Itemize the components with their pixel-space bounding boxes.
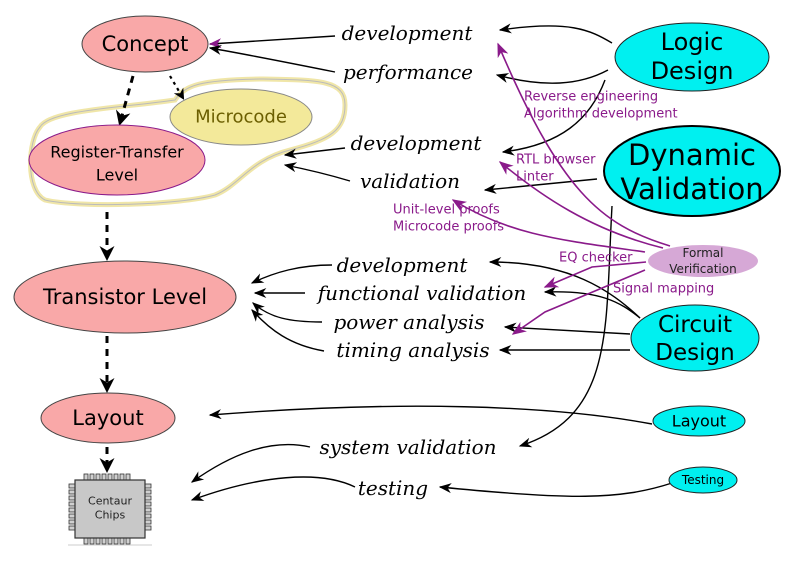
task-testing: testing <box>358 476 428 500</box>
task-tl-timing-analysis: timing analysis <box>336 338 489 362</box>
team-fv-label-1: Formal <box>683 246 724 260</box>
team-logic-label-1: Logic <box>661 28 724 56</box>
stage-microcode[interactable]: Microcode <box>169 88 313 146</box>
team-logic-label-2: Design <box>651 57 734 85</box>
tool-algorithm-development: Algorithm development <box>524 107 678 122</box>
team-formal-verification[interactable]: Formal Verification <box>648 245 758 277</box>
task-concept-development: development <box>342 21 474 45</box>
stage-rtl[interactable]: Register-Transfer Level <box>28 124 206 196</box>
team-circuit-design[interactable]: Circuit Design <box>630 304 760 372</box>
tool-microcode-proofs: Microcode proofs <box>393 220 504 235</box>
tool-unit-level-proofs: Unit-level proofs <box>393 203 500 218</box>
team-circuit-label-2: Design <box>655 340 734 366</box>
flow-concept-to-rtl <box>115 75 135 126</box>
tool-linter: Linter <box>516 170 554 185</box>
formal-verification-edges <box>451 42 671 335</box>
stage-concept-label: Concept <box>102 32 189 56</box>
team-testing-label: Testing <box>681 473 724 487</box>
chip-label-1: Centaur <box>88 495 132 508</box>
task-concept-performance: performance <box>343 60 473 84</box>
task-tl-development: development <box>337 253 469 277</box>
chip-label-2: Chips <box>95 509 126 522</box>
tool-signal-mapping: Signal mapping <box>613 282 714 297</box>
task-rtl-development: development <box>351 131 483 155</box>
tool-labels: Reverse engineering Algorithm developmen… <box>393 90 714 297</box>
tool-eq-checker: EQ checker <box>559 251 633 266</box>
team-logic-design[interactable]: Logic Design <box>614 22 770 92</box>
team-dynamic-validation[interactable]: Dynamic Validation <box>603 125 781 217</box>
task-to-stage-edges <box>190 35 356 501</box>
stage-rtl-label-1: Register-Transfer <box>50 143 184 162</box>
task-tl-power-analysis: power analysis <box>333 310 484 334</box>
tool-reverse-engineering: Reverse engineering <box>524 90 658 105</box>
task-labels: development performance development vali… <box>316 21 527 500</box>
team-layout-label: Layout <box>672 412 726 431</box>
team-layout[interactable]: Layout <box>652 405 746 437</box>
stage-transistor-label: Transistor Level <box>42 285 207 309</box>
task-system-validation: system validation <box>319 435 496 459</box>
tool-rtl-browser: RTL browser <box>516 153 596 168</box>
team-fv-label-2: Verification <box>669 262 736 276</box>
stage-microcode-label: Microcode <box>195 107 287 128</box>
stage-transistor-level[interactable]: Transistor Level <box>13 260 237 334</box>
stage-rtl-label-2: Level <box>96 166 138 185</box>
flow-concept-to-microcode <box>169 75 185 100</box>
team-circuit-label-1: Circuit <box>658 312 732 338</box>
stage-layout[interactable]: Layout <box>40 392 176 444</box>
stage-concept[interactable]: Concept <box>81 15 209 73</box>
task-tl-functional-validation: functional validation <box>316 281 527 305</box>
team-to-task-edges <box>208 23 673 497</box>
team-testing[interactable]: Testing <box>668 466 738 494</box>
chip-icon[interactable]: Centaur Chips <box>68 473 152 546</box>
stage-layout-label: Layout <box>72 406 143 430</box>
team-dv-label-2: Validation <box>620 172 763 206</box>
task-rtl-validation: validation <box>360 169 460 193</box>
team-dv-label-1: Dynamic <box>628 138 756 172</box>
